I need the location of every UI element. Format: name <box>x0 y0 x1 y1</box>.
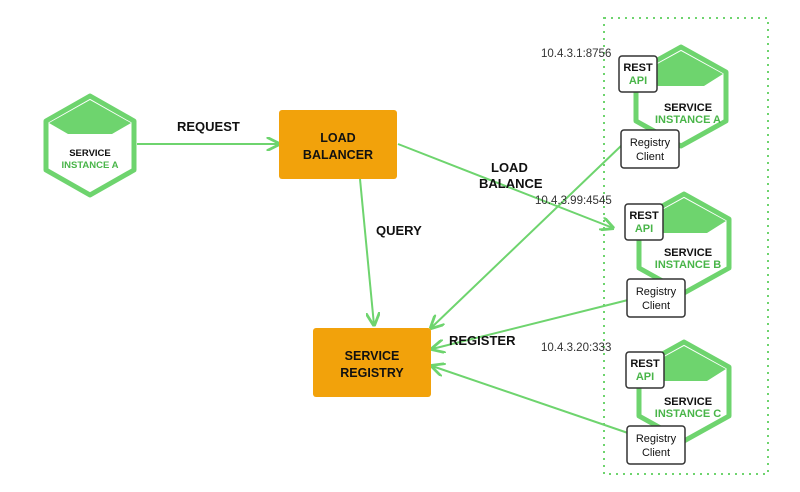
rest-api-box <box>618 55 658 93</box>
instance-a-ip: 10.4.3.1:8756 <box>541 48 611 60</box>
api-label: API <box>635 223 653 235</box>
registry-client-line1: Registry <box>636 433 677 445</box>
service-instance-c[interactable]: 10.4.3.20:333 SERVICE INSTANCE C REST AP… <box>541 339 732 465</box>
registry-client-line1: Registry <box>636 286 677 298</box>
registry-client-box <box>620 129 680 169</box>
service-registry-label-line1: SERVICE <box>345 349 400 363</box>
registry-client-box <box>626 278 686 318</box>
instance-b-name-line1: SERVICE <box>664 247 712 259</box>
client-service-node[interactable]: SERVICE INSTANCE A <box>43 93 137 198</box>
rest-api-box <box>624 203 664 241</box>
service-registry-node[interactable]: SERVICE REGISTRY <box>313 328 431 397</box>
edge-label-register: REGISTER <box>449 333 516 348</box>
edge-register-b <box>432 299 629 349</box>
edge-label-load-balance-1: LOAD <box>491 160 528 175</box>
rest-label: REST <box>630 358 660 370</box>
api-label: API <box>636 371 654 383</box>
load-balancer-label-line1: LOAD <box>320 131 355 145</box>
instance-c-name-line2: INSTANCE C <box>655 408 721 420</box>
load-balancer-node[interactable]: LOAD BALANCER <box>279 110 397 179</box>
rest-api-box <box>625 351 665 389</box>
rest-label: REST <box>623 62 653 74</box>
instance-b-name-line2: INSTANCE B <box>655 259 721 271</box>
client-label-line2: INSTANCE A <box>62 160 119 171</box>
instance-a-name-line1: SERVICE <box>664 102 712 114</box>
service-instance-b[interactable]: 10.4.3.99:4545 SERVICE INSTANCE B REST A… <box>535 191 732 318</box>
service-registry-label-line2: REGISTRY <box>340 366 404 380</box>
edge-label-request: REQUEST <box>177 119 240 134</box>
registry-client-line2: Client <box>642 300 670 312</box>
instance-a-name-line2: INSTANCE A <box>655 114 721 126</box>
instance-c-name-line1: SERVICE <box>664 396 712 408</box>
edge-register-a <box>431 144 623 328</box>
edge-label-load-balance-2: BALANCE <box>479 176 543 191</box>
instances-group-border <box>603 17 769 475</box>
edge-load-balance <box>397 143 613 228</box>
registry-client-line1: Registry <box>630 137 671 149</box>
registry-client-box <box>626 425 686 465</box>
load-balancer-label-line2: BALANCER <box>303 148 373 162</box>
registry-client-line2: Client <box>642 447 670 459</box>
edge-query <box>359 178 374 325</box>
service-instance-a[interactable]: 10.4.3.1:8756 SERVICE INSTANCE A REST AP… <box>541 44 729 169</box>
instance-b-ip: 10.4.3.99:4545 <box>535 195 612 207</box>
load-balancer-box <box>279 110 397 179</box>
instance-c-ip: 10.4.3.20:333 <box>541 342 611 354</box>
registry-client-line2: Client <box>636 151 664 163</box>
rest-label: REST <box>629 210 659 222</box>
client-label-line1: SERVICE <box>69 148 111 159</box>
hexagon-top-fill <box>639 51 723 86</box>
api-label: API <box>629 75 647 87</box>
service-registry-box <box>313 328 431 397</box>
edge-label-query: QUERY <box>376 223 422 238</box>
hexagon-top-fill <box>49 100 131 134</box>
edge-register-c <box>432 366 629 434</box>
